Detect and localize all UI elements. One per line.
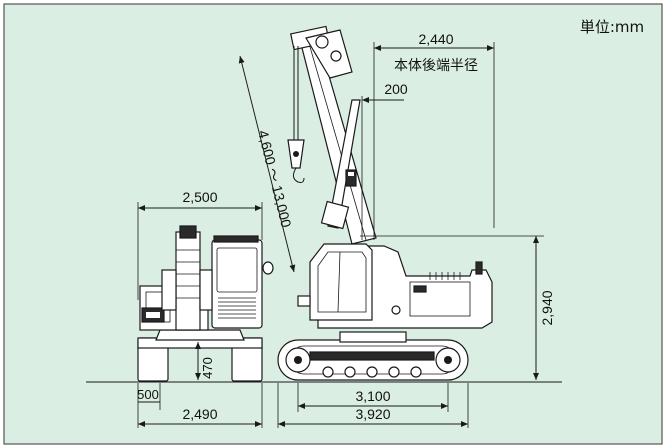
dim-tail-radius: 2,440 — [418, 31, 453, 47]
side-view-machine — [277, 25, 493, 381]
dim-track-gauge: 2,490 — [182, 406, 217, 422]
dim-height: 2,940 — [539, 290, 555, 325]
dim-track-length: 3,920 — [355, 406, 390, 422]
dim-tumbler-distance: 3,100 — [355, 388, 390, 404]
dim-ground-clearance: 470 — [200, 357, 215, 379]
dim-offset-200: 200 — [384, 81, 408, 97]
front-view-machine — [137, 225, 274, 382]
dim-shoe-width: 500 — [137, 387, 159, 402]
dim-tail-radius-label: 本体後端半径 — [394, 58, 478, 74]
unit-label: 単位:mm — [580, 18, 644, 36]
dim-front-width: 2,500 — [182, 189, 217, 205]
